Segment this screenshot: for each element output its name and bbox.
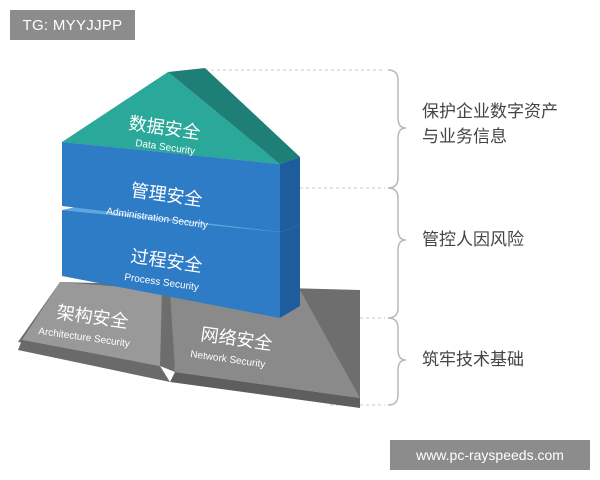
bottom-watermark: www.pc-rayspeeds.com — [390, 440, 590, 470]
side-label-middle: 管控人因风险 — [422, 230, 524, 250]
layer-architecture-network — [18, 282, 360, 408]
brace-group — [387, 69, 407, 406]
side-label-top-line1: 保护企业数字资产 — [422, 102, 558, 122]
side-label-top: 保护企业数字资产 与业务信息 — [422, 100, 558, 150]
side-label-bottom: 筑牢技术基础 — [422, 350, 524, 370]
side-label-top-line2: 与业务信息 — [422, 127, 507, 147]
brace-middle — [387, 187, 407, 319]
brace-top — [387, 69, 407, 189]
top-watermark: TG: MYYJJPP — [10, 10, 135, 40]
layer-data — [62, 68, 300, 164]
brace-bottom — [387, 317, 407, 406]
